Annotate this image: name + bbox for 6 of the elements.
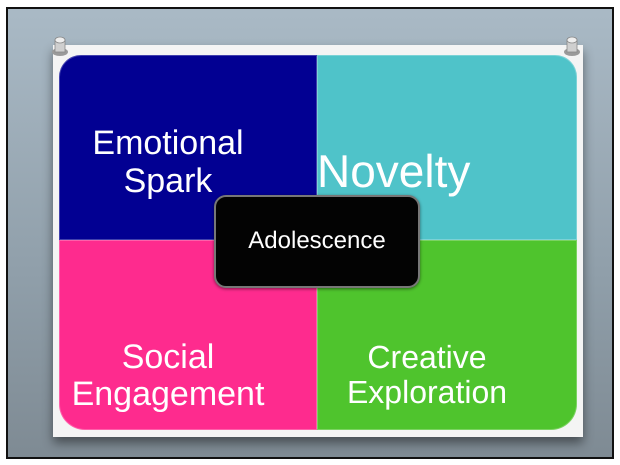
node-label: Adolescence	[248, 228, 386, 255]
node-label: Social Engagement	[70, 338, 266, 414]
center-box	[214, 195, 420, 288]
node-label: Emotional Spark	[91, 125, 245, 200]
node-label: Novelty	[317, 146, 470, 197]
node-label: Creative Exploration	[346, 340, 508, 410]
